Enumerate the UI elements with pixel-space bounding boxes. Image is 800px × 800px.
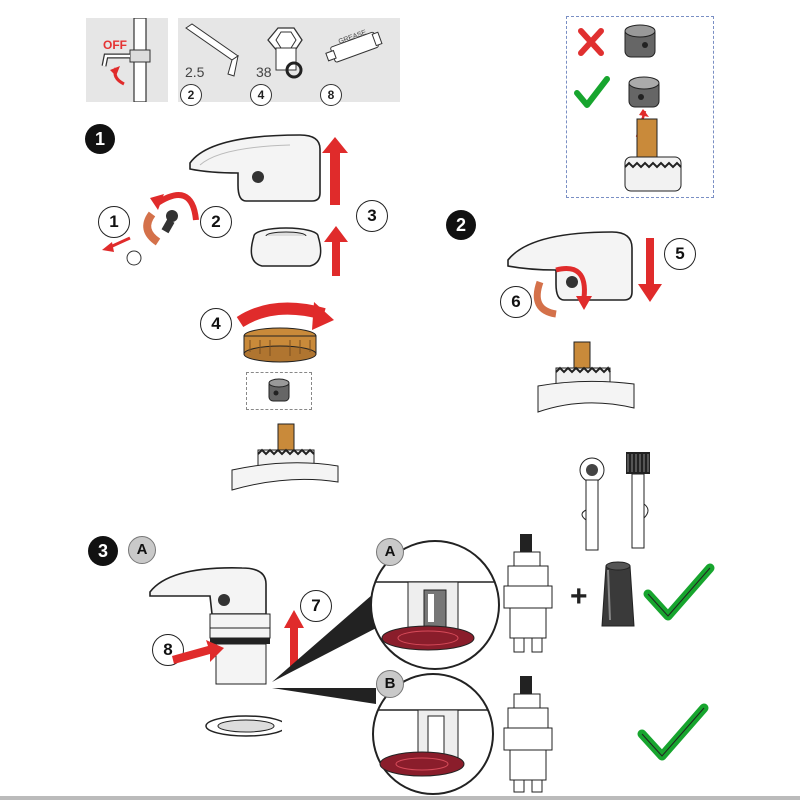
allen-key-icon [185,23,239,77]
cartridge-a-icon [503,534,553,653]
detail-a-circle [370,540,500,670]
cover-cap-illustration [250,226,348,276]
cartridge-base-illustration-2 [537,341,635,413]
tool-tile-socket [248,18,330,102]
adapter-sleeve-icon [601,561,635,627]
tool-tile-off [86,17,168,103]
correct-ring-icon [628,76,660,108]
stop-ring-icon [268,378,290,402]
allen-key-badge: 2 [180,84,202,106]
cleaning-brush-icon [579,457,605,551]
callout-2: 2 [200,206,232,238]
detail-a-label: A [376,538,404,566]
socket-wrench-icon [267,27,303,79]
detail-pointers [272,588,384,704]
detail-b-circle [372,673,494,795]
cartridge-b-icon [503,676,553,793]
step-1-badge: 1 [85,124,115,154]
plus-sign: + [570,580,588,613]
off-label: OFF [103,38,127,52]
shutoff-valve-icon [101,17,151,103]
step-2-badge: 2 [446,210,476,240]
check-icon [574,76,610,108]
callout-6: 6 [500,286,532,318]
callout-1: 1 [98,206,130,238]
orientation-inset [566,16,714,198]
grease-badge: 8 [320,84,342,106]
grease-arrow-icon [172,640,224,664]
cross-icon [578,28,604,56]
socket-size: 38 [256,64,272,80]
check-icon-a [643,563,715,621]
callout-3: 3 [356,200,388,232]
stop-ring-box [246,372,312,410]
bottom-rule [0,796,800,800]
step-3-badge: 3 [88,536,118,566]
refit-handle-illustration [507,231,662,318]
grease-tube-icon [325,31,383,63]
socket-badge: 4 [250,84,272,106]
allen-key-size: 2.5 [185,64,205,80]
check-icon-b [637,703,709,761]
callout-5: 5 [664,238,696,270]
callout-7: 7 [300,590,332,622]
cartridge-spindle-icon [624,118,682,192]
screw-removal-illustration [102,192,199,266]
detail-b-label: B [376,670,404,698]
spout-body-illustration [149,567,282,737]
callout-4: 4 [200,308,232,340]
callout-8: 8 [152,634,184,666]
orientation-illustration [574,24,682,192]
wrong-ring-icon [624,24,656,58]
variant-a-badge: A [128,536,156,564]
lever-handle-illustration [189,134,348,205]
retaining-nut-illustration [236,302,334,363]
up-arrow-7-icon [284,610,304,666]
scraper-brush-icon [626,452,650,549]
cartridge-base-illustration-1 [231,423,339,491]
